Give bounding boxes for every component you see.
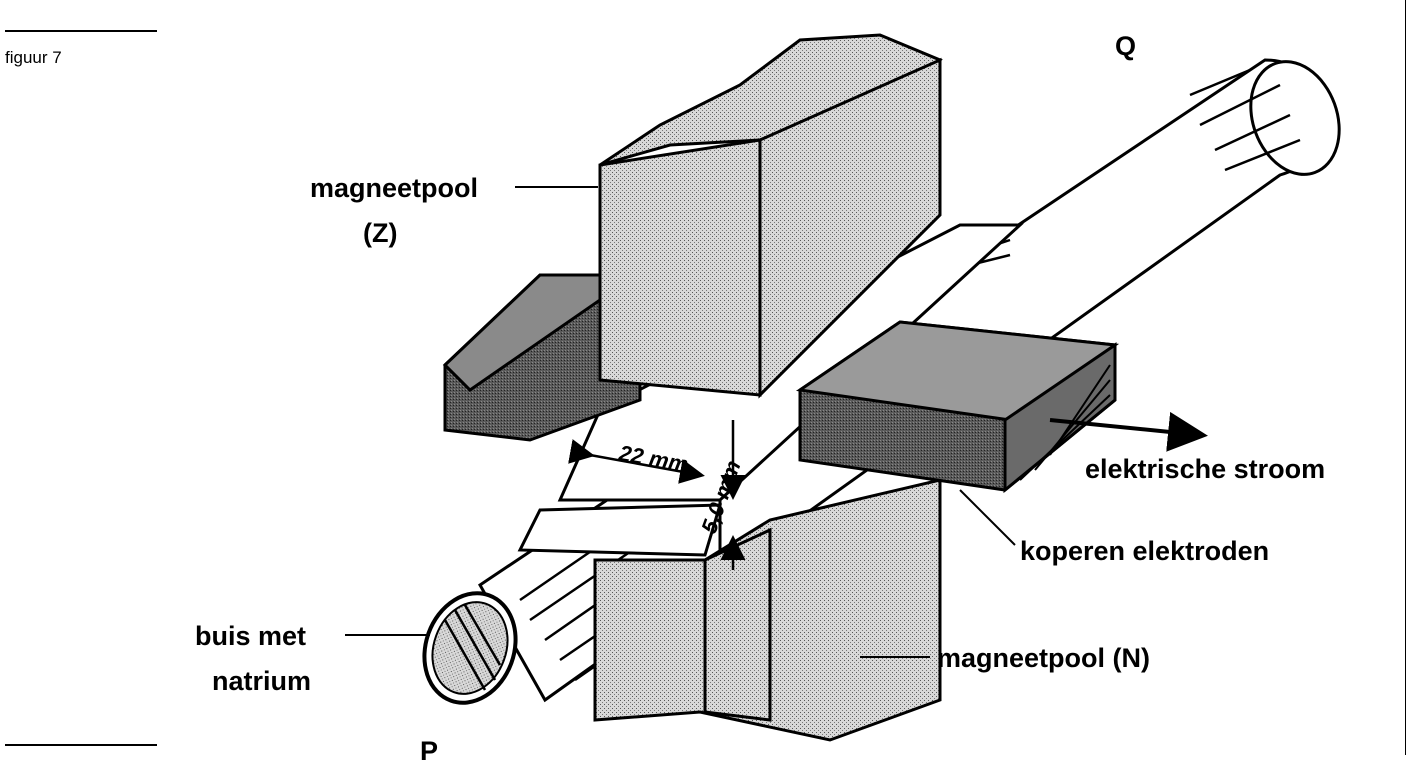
label-current: elektrische stroom <box>1085 454 1325 484</box>
dimension-arrows <box>568 420 746 570</box>
label-pole-bottom: magneetpool (N) <box>937 643 1150 673</box>
label-tube-2: natrium <box>212 666 311 696</box>
current-arrow <box>1049 411 1208 452</box>
leader-lines <box>345 186 1016 658</box>
right-margin-line <box>1405 0 1406 755</box>
label-pole-top: magneetpool <box>310 173 478 203</box>
bottom-rule <box>5 744 157 746</box>
figure-caption: figuur 7 <box>5 48 62 67</box>
label-electrodes: koperen elektroden <box>1020 536 1269 566</box>
magnet-pole-south <box>598 33 943 399</box>
tube-opening <box>422 591 518 705</box>
label-point-p: P <box>420 736 438 766</box>
copper-electrode-left <box>442 273 642 442</box>
label-pole-top-sub: (Z) <box>363 218 397 248</box>
label-point-q: Q <box>1115 31 1136 61</box>
label-tube-1: buis met <box>195 621 306 651</box>
top-rule <box>5 30 157 32</box>
copper-electrode-right <box>795 320 1120 494</box>
magnet-pole-north <box>593 478 942 742</box>
